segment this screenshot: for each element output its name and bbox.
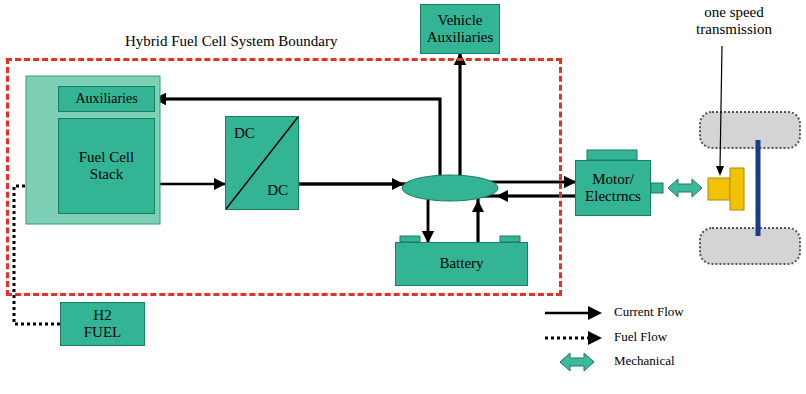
fuel-cell-box: Fuel Cell Stack <box>58 118 155 214</box>
current-flow-line <box>299 54 460 188</box>
wheel <box>700 228 800 264</box>
axle <box>756 140 761 236</box>
transmission <box>708 178 730 200</box>
node-label: Auxiliaries <box>75 91 137 107</box>
node-label: Motor/ Electrncs <box>580 171 646 206</box>
fuel-tank-box: H2 FUEL <box>60 302 145 346</box>
system-boundary: Hybrid Fuel Cell System BoundaryAuxiliar… <box>6 58 562 296</box>
callout-label: one speed transmission <box>684 4 784 39</box>
node-label: DC <box>234 125 255 142</box>
motor-box: Motor/ Electrncs <box>575 160 651 216</box>
aux-box: Auxiliaries <box>58 86 155 112</box>
arrow-head <box>496 190 508 202</box>
node-label: Fuel Cell Stack <box>69 149 144 184</box>
vehicle-aux-box: Vehicle Auxiliaries <box>420 4 500 54</box>
motor-tab <box>587 150 637 160</box>
leader-line <box>720 46 722 168</box>
node-label: Hybrid Fuel Cell System Boundary <box>125 33 338 50</box>
mechanical-arrow <box>668 179 702 197</box>
current-flow-line <box>450 54 575 196</box>
legend-label: Mechanical <box>614 354 675 369</box>
motor-shaft <box>651 183 663 193</box>
wheel <box>700 112 800 148</box>
node-label: Battery <box>439 255 483 272</box>
node-label: H2 FUEL <box>80 307 125 342</box>
current-flow-line <box>155 99 450 188</box>
legend-sample <box>560 353 594 371</box>
power-bus <box>402 175 498 201</box>
legend-label: Current Flow <box>614 305 684 320</box>
arrow-head <box>392 178 404 190</box>
transmission <box>730 168 744 210</box>
current-flow-line <box>155 183 225 186</box>
current-flow-line <box>155 99 575 196</box>
legend-sample <box>588 306 602 320</box>
fuel-cell-module <box>26 76 160 224</box>
dcdc-converter: DC DC <box>225 116 299 210</box>
current-flow-line <box>450 54 478 242</box>
arrow-head <box>716 166 724 176</box>
legend-sample <box>545 337 590 340</box>
legend-sample <box>545 312 590 315</box>
legend-sample <box>588 331 602 345</box>
legend-label: Fuel Flow <box>614 330 667 345</box>
battery-box: Battery <box>395 242 528 286</box>
arrow-head <box>472 200 484 212</box>
node-label: DC <box>267 182 288 199</box>
node-label: Vehicle Auxiliaries <box>424 12 496 47</box>
current-flow-line <box>155 99 478 242</box>
